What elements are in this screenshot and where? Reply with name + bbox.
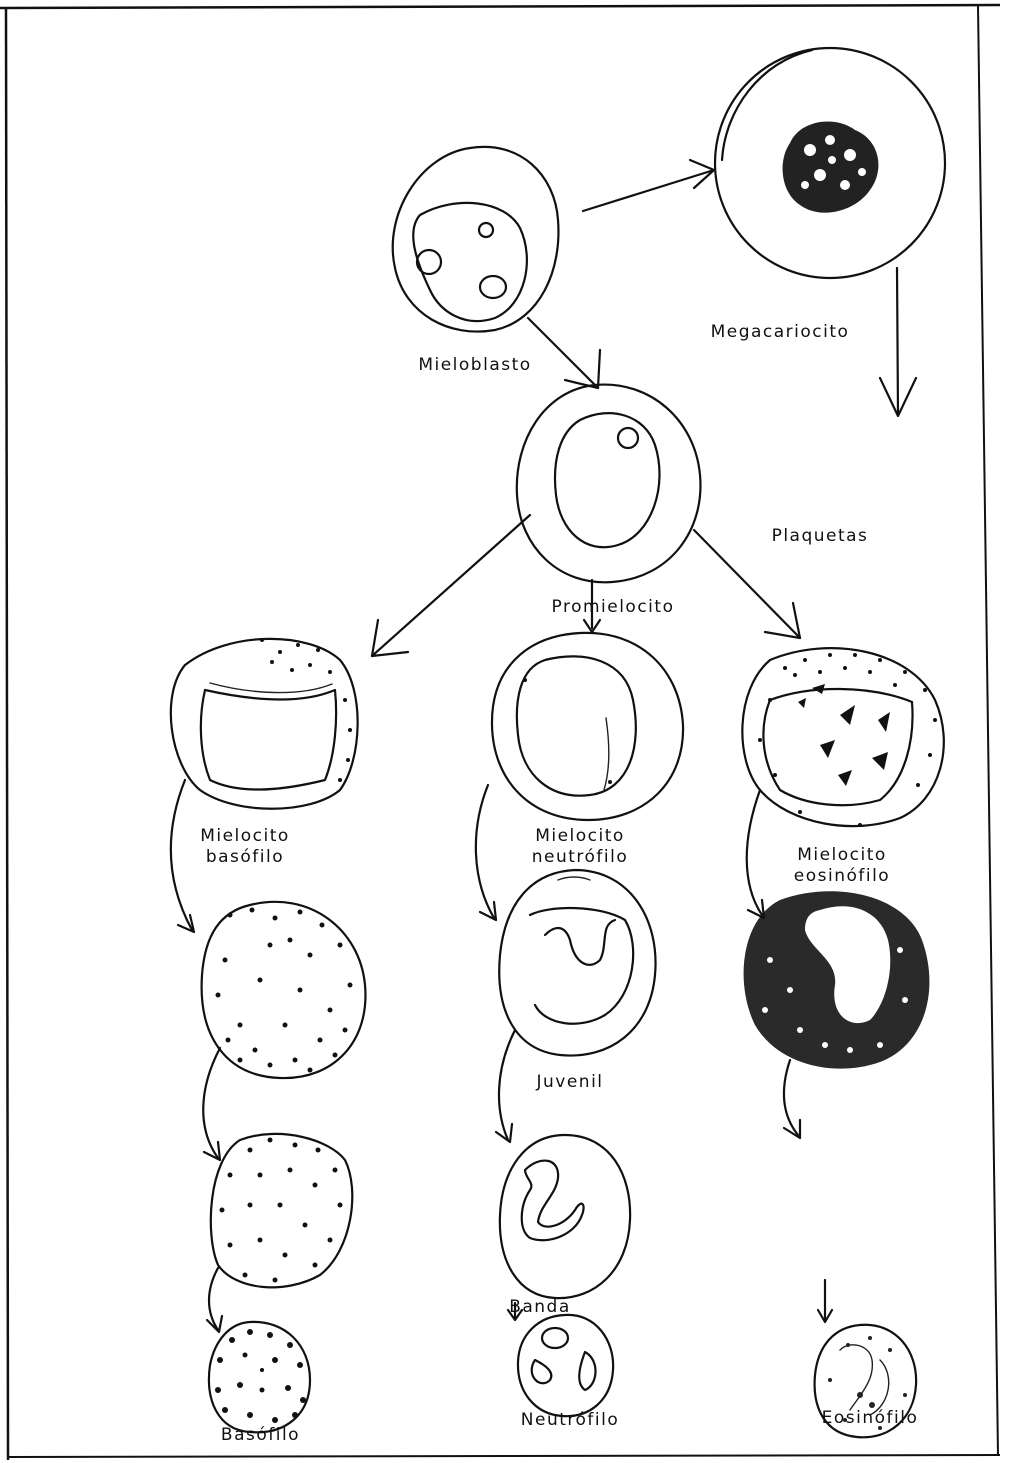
- label-promielocito: Promielocito: [538, 597, 688, 618]
- label-basofilo: Basófilo: [198, 1425, 323, 1446]
- arrowhead-to-promielocito: [565, 350, 600, 388]
- label-banda: Banda: [490, 1297, 590, 1318]
- arrow-to-megacariocito: [583, 170, 714, 211]
- metamielocito-eosinofilo-cell: [744, 891, 930, 1068]
- label-mielocito-neutrofilo-line1: Mielocito: [515, 826, 645, 847]
- frame-top-line: [0, 5, 1000, 8]
- label-neutrofilo: Neutrófilo: [500, 1410, 640, 1431]
- arrow-eosinofilo-1: [747, 790, 762, 915]
- megacariocito-cell: [715, 48, 945, 278]
- label-mielocito-basofilo-line2: basófilo: [190, 847, 300, 868]
- arrowhead-eosinofilo-2: [784, 1120, 800, 1138]
- label-megacariocito: Megacariocito: [695, 322, 865, 343]
- promielocito-cell: [517, 385, 701, 583]
- label-mielocito-neutrofilo: Mielocito neutrófilo: [515, 826, 645, 868]
- neutrofilo-cell: [518, 1315, 613, 1416]
- mieloblasto-cell: [393, 147, 559, 332]
- label-mielocito-eosinofilo-line2: eosinófilo: [772, 866, 912, 887]
- frame-bottom-line: [8, 1455, 1000, 1457]
- label-mielocito-eosinofilo-line1: Mielocito: [772, 845, 912, 866]
- juvenil-cell: [499, 870, 655, 1056]
- arrow-to-plaquetas: [897, 268, 898, 415]
- arrow-basofilo-3: [209, 1268, 218, 1330]
- arrow-eosinofilo-2: [784, 1060, 798, 1135]
- frame-left-line: [6, 8, 8, 1460]
- label-mielocito-neutrofilo-line2: neutrófilo: [515, 847, 645, 868]
- mielocito-basofilo-cell: [171, 638, 358, 809]
- label-mielocito-eosinofilo: Mielocito eosinófilo: [772, 845, 912, 887]
- mielocito-neutrofilo-cell: [492, 633, 683, 820]
- label-mielocito-basofilo: Mielocito basófilo: [190, 826, 300, 868]
- arrow-to-mielocito-basofilo: [372, 515, 530, 656]
- label-mieloblasto: Mieloblasto: [405, 355, 545, 376]
- arrow-basofilo-1: [171, 780, 192, 930]
- label-plaquetas: Plaquetas: [760, 526, 880, 547]
- arrow-to-promielocito: [528, 318, 598, 388]
- frame-right-line: [978, 6, 998, 1456]
- banda-basofilo-cell: [211, 1134, 353, 1287]
- label-juvenil: Juvenil: [515, 1072, 625, 1093]
- metamielocito-basofilo-cell: [202, 902, 366, 1078]
- mielocito-eosinofilo-cell: [742, 648, 943, 827]
- label-mielocito-basofilo-line1: Mielocito: [190, 826, 300, 847]
- label-eosinofilo: Eosinófilo: [800, 1408, 940, 1429]
- basofilo-cell: [209, 1322, 310, 1432]
- arrow-neutrofilo-1: [476, 785, 494, 918]
- banda-cell: [500, 1135, 630, 1298]
